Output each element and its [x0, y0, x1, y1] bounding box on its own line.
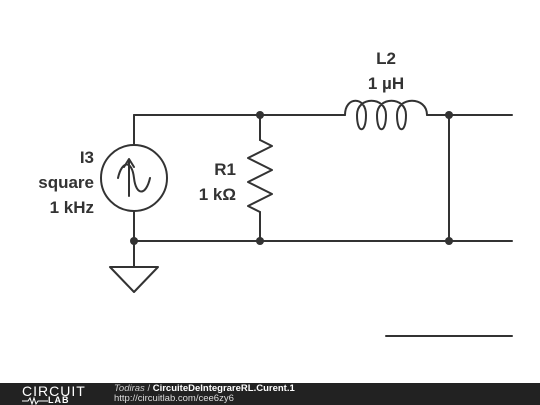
junction-dot: [256, 111, 264, 119]
source-type-label: square: [38, 173, 94, 192]
sine-wave-icon: [117, 163, 151, 193]
source-freq-label: 1 kHz: [50, 198, 94, 217]
resistor-symbol: [247, 139, 273, 213]
footer-bar: CIRCUIT LAB Todiras / CircuiteDeIntegrar…: [0, 383, 540, 405]
author-link[interactable]: Todiras: [114, 383, 145, 394]
inductor-symbol: [344, 99, 428, 131]
junction-dot: [256, 237, 264, 245]
junction-dot: [445, 237, 453, 245]
inductor-name-label: L2: [376, 49, 396, 68]
current-source-icon: [100, 144, 168, 212]
junction-dot: [445, 111, 453, 119]
logo-wire-icon: [22, 396, 48, 405]
circuit-url[interactable]: http://circuitlab.com/cee6zy6: [114, 393, 234, 404]
circuit-meta: Todiras / CircuiteDeIntegrareRL.Curent.1…: [114, 384, 295, 404]
inductor-value-label: 1 µH: [368, 74, 404, 93]
logo-bottom-text: LAB: [48, 395, 70, 405]
schematic-canvas: I3 square 1 kHz R1 1 kΩ L2 1 µH: [38, 49, 513, 337]
ground-icon: [109, 266, 159, 293]
logo-top-text: CIRCUIT: [22, 383, 86, 399]
source-name-label: I3: [80, 148, 94, 167]
junction-dot: [130, 237, 138, 245]
resistor-name-label: R1: [214, 160, 236, 179]
circuit-title[interactable]: CircuiteDeIntegrareRL.Curent.1: [152, 383, 295, 394]
resistor-value-label: 1 kΩ: [199, 185, 236, 204]
title-separator: /: [144, 383, 153, 394]
circuitlab-logo[interactable]: CIRCUIT LAB: [22, 383, 102, 405]
